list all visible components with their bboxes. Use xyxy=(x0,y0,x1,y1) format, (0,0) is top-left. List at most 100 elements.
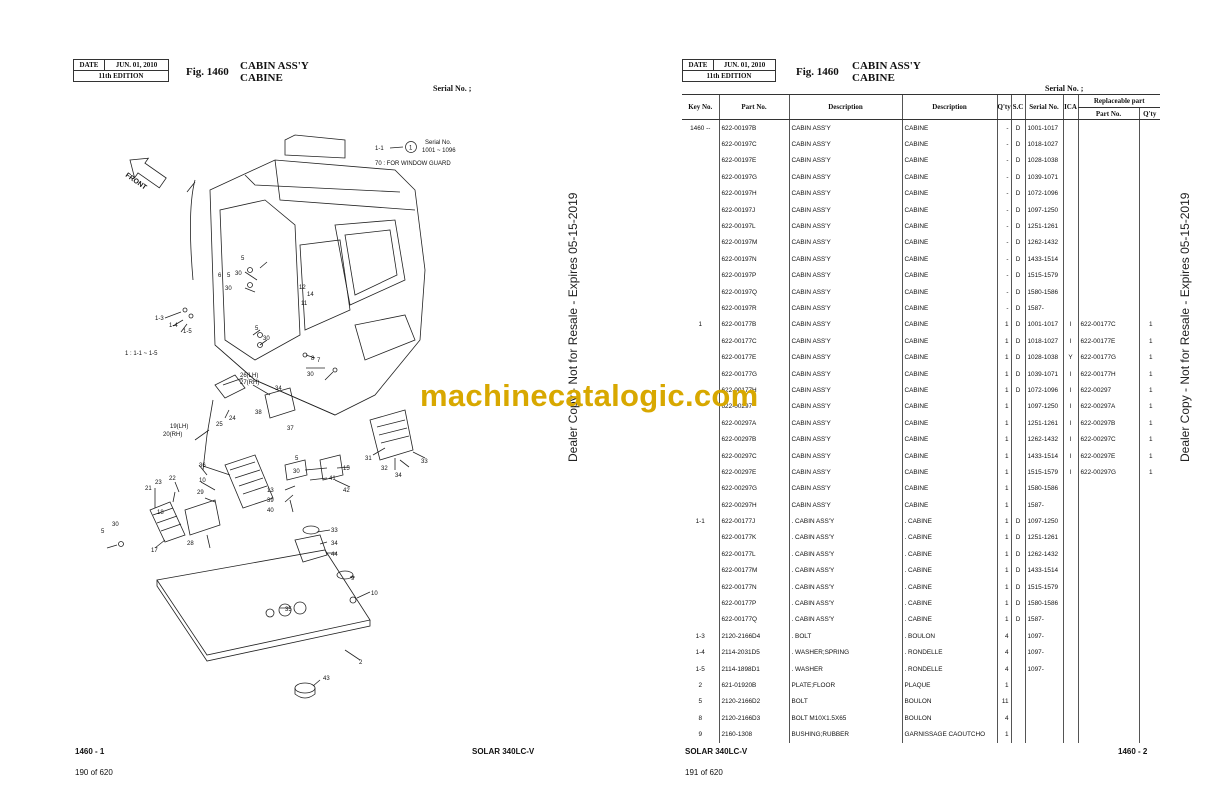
table-cell: D xyxy=(1010,365,1025,383)
lbl: 40 xyxy=(267,508,274,514)
table-cell: GARNISSAGE CAOUTCHO xyxy=(901,726,997,743)
table-cell xyxy=(1138,169,1160,186)
table-cell xyxy=(1138,546,1160,563)
table-cell: 2 xyxy=(698,681,703,689)
serial-header: Serial No. ; xyxy=(1045,84,1084,93)
table-cell: 1 xyxy=(996,349,1011,366)
table-cell xyxy=(682,251,719,267)
lbl: 30 xyxy=(235,271,242,277)
table-cell: 622-00297C xyxy=(718,447,789,465)
table-cell: I xyxy=(1062,382,1078,399)
lbl: 2 xyxy=(359,660,363,666)
table-cell: CABINE xyxy=(901,218,997,235)
table-cell xyxy=(1138,611,1160,629)
table-cell: CABIN ASS'Y xyxy=(788,185,902,202)
table-cell xyxy=(1138,119,1160,137)
table-cell: I xyxy=(1062,447,1078,465)
table-cell: 1 xyxy=(996,398,1011,416)
table-cell: CABINE xyxy=(901,333,997,350)
table-cell: CABINE xyxy=(901,415,997,432)
table-cell: . CABINE xyxy=(901,595,997,612)
table-cell xyxy=(1062,283,1078,301)
table-cell: 2114-2031D5 xyxy=(718,644,789,661)
table-cell: 1 xyxy=(996,726,1011,743)
table-cell: BOLT xyxy=(788,693,902,711)
table-cell: 1 xyxy=(996,595,1011,612)
table-cell xyxy=(1077,119,1139,137)
lbl: 5 xyxy=(101,529,105,535)
table-cell xyxy=(1077,726,1139,743)
lbl: 14 xyxy=(307,292,314,298)
table-cell xyxy=(1010,447,1025,465)
table-cell: CABIN ASS'Y xyxy=(788,365,902,383)
table-cell: . CABINE xyxy=(901,546,997,563)
table-cell: 4 xyxy=(996,710,1011,727)
table-cell: 1 xyxy=(1138,333,1160,350)
table-cell xyxy=(682,268,719,284)
table-cell xyxy=(682,481,719,497)
table-cell xyxy=(1138,185,1160,202)
table-cell: 1039-1071 xyxy=(1024,169,1063,186)
table-cell xyxy=(1062,660,1078,678)
table-cell: D xyxy=(1010,349,1025,366)
table-cell: 1587- xyxy=(1024,496,1063,514)
lbl: 38 xyxy=(255,410,262,416)
lbl: 24 xyxy=(229,416,236,422)
date-label: DATE xyxy=(74,60,105,70)
lbl: 23 xyxy=(155,480,162,486)
table-cell: BOULON xyxy=(901,710,997,727)
table-cell xyxy=(1010,710,1025,727)
lbl: 17 xyxy=(151,548,158,554)
lbl: 30 xyxy=(293,469,300,475)
table-cell xyxy=(1138,693,1160,711)
title-en: CABIN ASS'Y xyxy=(852,60,921,72)
table-cell xyxy=(1062,513,1078,530)
table-cell: D xyxy=(1010,267,1025,284)
table-cell: 1 xyxy=(996,333,1011,350)
table-cell xyxy=(1077,251,1139,268)
table-cell: 1 xyxy=(1138,316,1160,334)
col-desc-en: Description xyxy=(788,94,902,120)
lbl: 29 xyxy=(197,490,204,496)
table-cell: 1 xyxy=(1138,447,1160,465)
lbl: 5 xyxy=(295,456,299,462)
table-cell: CABINE xyxy=(901,365,997,383)
table-cell: CABIN ASS'Y xyxy=(788,349,902,366)
table-cell: 1 xyxy=(1138,415,1160,432)
table-cell: 1433-1514 xyxy=(1024,562,1063,579)
table-cell: D xyxy=(1010,218,1025,235)
table-cell: D xyxy=(1010,152,1025,170)
side-mark-left: Dealer Copy - Not for Resale - Expires 0… xyxy=(566,192,580,462)
lbl: 15 xyxy=(343,466,350,472)
table-cell: 1433-1514 xyxy=(1024,251,1063,268)
table-cell: 622-00297E xyxy=(718,464,789,481)
table-cell: 4 xyxy=(996,644,1011,661)
table-cell: 1 xyxy=(1138,382,1160,399)
table-cell: CABIN ASS'Y xyxy=(788,415,902,432)
table-cell: CABIN ASS'Y xyxy=(788,382,902,399)
table-cell xyxy=(1077,562,1139,579)
lbl: 34 xyxy=(275,386,282,392)
table-cell: 1 xyxy=(996,316,1011,334)
table-cell: 622-00177H xyxy=(718,382,789,399)
table-cell: 622-00197H xyxy=(718,185,789,202)
table-cell: 622-00177Q xyxy=(718,611,789,629)
table-cell xyxy=(1062,578,1078,596)
lbl: 1-5 xyxy=(183,329,192,335)
table-cell: . CABIN ASS'Y xyxy=(788,595,902,612)
table-cell xyxy=(1138,300,1160,317)
table-cell xyxy=(682,235,719,251)
table-cell xyxy=(682,579,719,595)
table-cell xyxy=(1077,611,1139,629)
side-mark-right: Dealer Copy - Not for Resale - Expires 0… xyxy=(1178,192,1192,462)
lbl: 42 xyxy=(343,488,350,494)
table-cell: D xyxy=(1010,185,1025,202)
table-cell xyxy=(1077,677,1139,694)
